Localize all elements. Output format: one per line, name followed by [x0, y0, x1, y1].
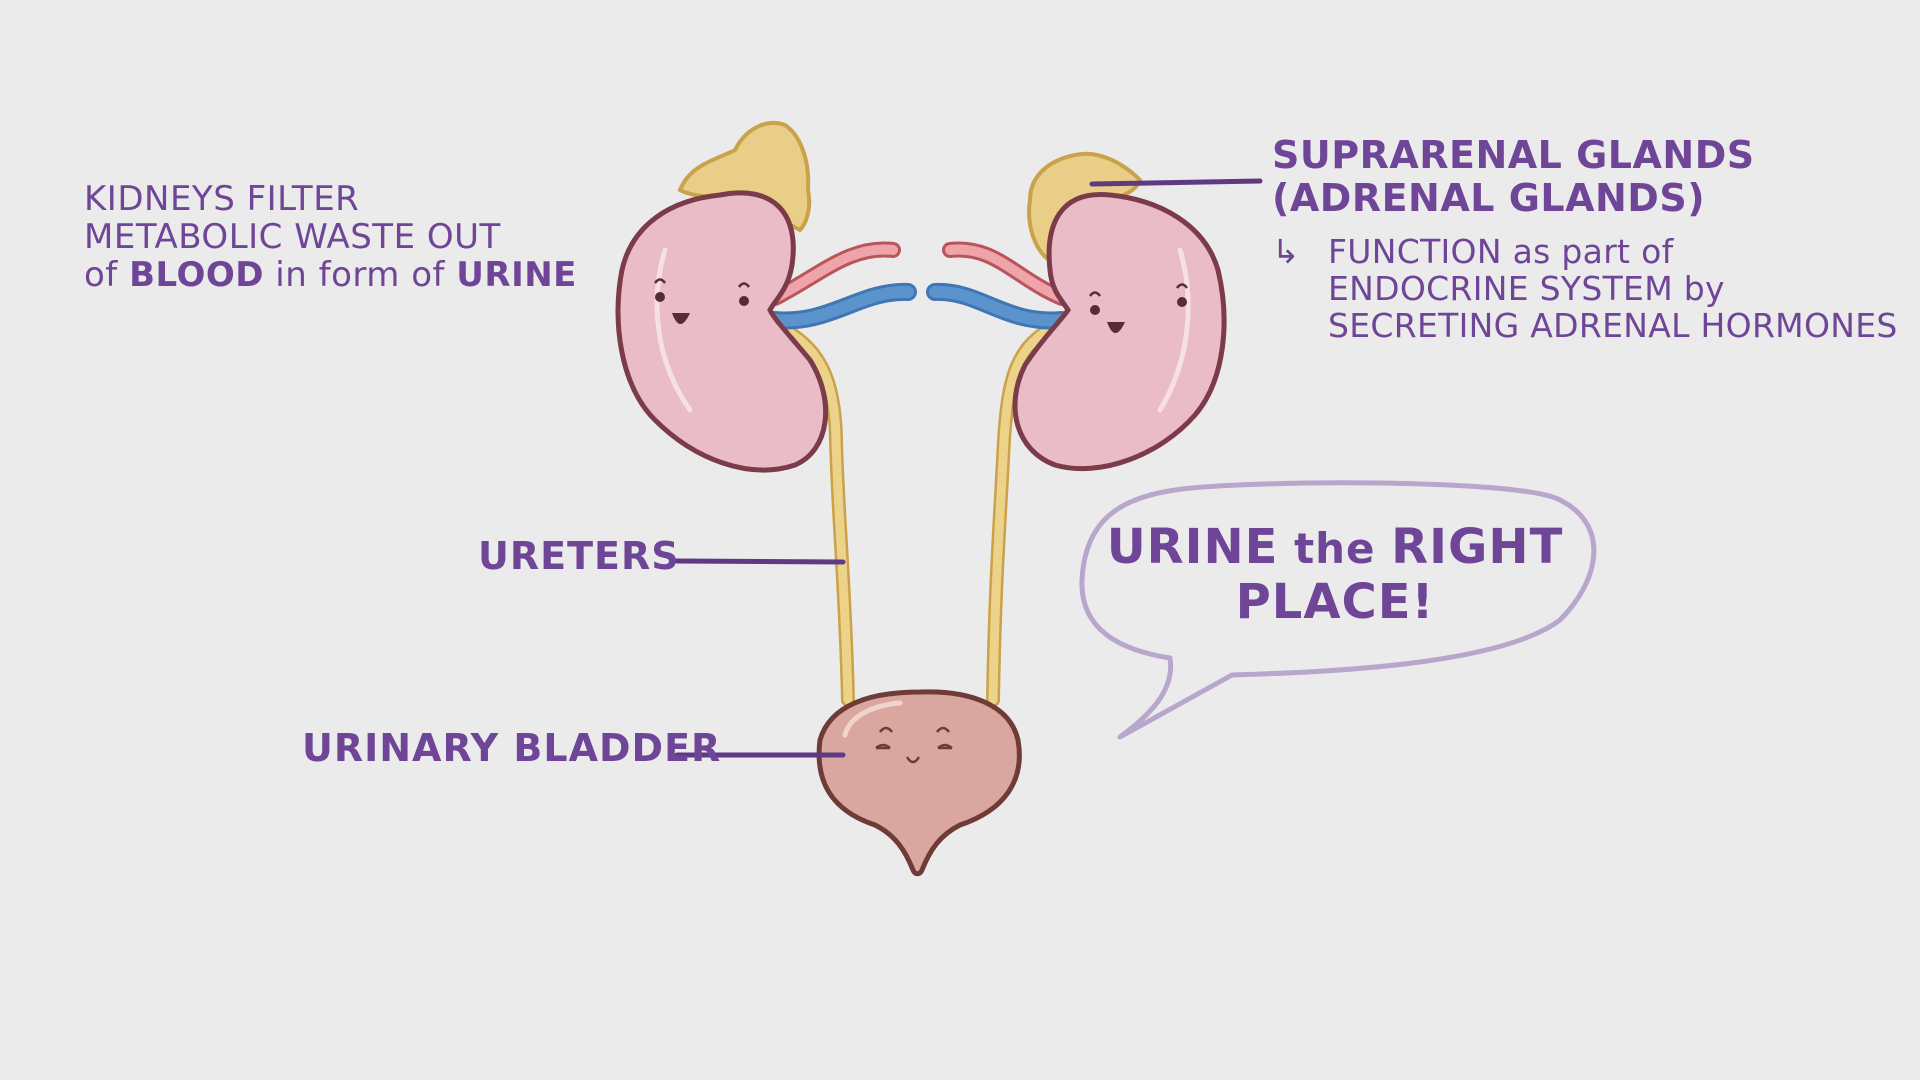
note-line-2: METABOLIC WASTE OUT [84, 217, 501, 258]
kidney-function-note: KIDNEYS FILTER METABOLIC WASTE OUT of BL… [84, 180, 577, 294]
ureters-label: URETERS [478, 534, 680, 578]
return-arrow-icon: ↳ [1272, 232, 1300, 271]
adrenal-function-line-3: SECRETING ADRENAL HORMONES [1328, 305, 1898, 345]
adrenal-function-note: ↳FUNCTION as part of ENDOCRINE SYSTEM by… [1272, 232, 1898, 345]
left-kidney [615, 190, 829, 473]
note-line-1: KIDNEYS FILTER [84, 179, 360, 219]
right-kidney [1012, 192, 1227, 472]
emphasis-urine: URINE [456, 255, 577, 296]
urinary-bladder [816, 689, 1022, 877]
left-kidney-face [653, 278, 751, 324]
emphasis-blood: BLOOD [129, 255, 264, 296]
note-line-3: of BLOOD in form of URINE [84, 255, 577, 296]
adrenal-glands-label: SUPRARENAL GLANDS (ADRENAL GLANDS) [1272, 134, 1755, 219]
ureters-leader-line [674, 558, 846, 565]
bladder-face [875, 726, 953, 764]
urinary-bladder-label: URINARY BLADDER [302, 726, 722, 770]
right-kidney-face [1088, 283, 1189, 333]
speech-bubble-outline [1079, 480, 1597, 740]
speech-bubble-text: URINE the RIGHT PLACE! [1106, 519, 1564, 631]
adrenal-leader-line [1089, 178, 1263, 187]
adrenal-title-line-1: SUPRARENAL GLANDS [1272, 133, 1755, 177]
adrenal-title-line-2: (ADRENAL GLANDS) [1272, 175, 1706, 220]
